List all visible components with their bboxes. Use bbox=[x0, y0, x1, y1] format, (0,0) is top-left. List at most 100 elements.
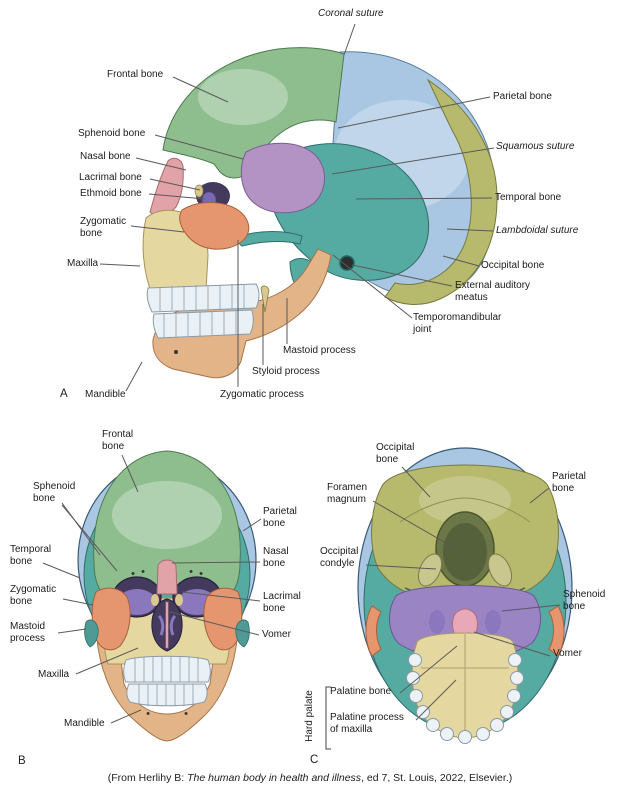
label-temporal-bone-a: Temporal bone bbox=[495, 192, 562, 203]
label-hard-palate: Hard palate bbox=[304, 690, 315, 742]
leader-line bbox=[61, 504, 118, 572]
leader-line bbox=[42, 562, 81, 579]
label-squamous-suture: Squamous suture bbox=[496, 141, 575, 152]
leader-line bbox=[171, 561, 261, 564]
leader-line bbox=[172, 76, 229, 103]
frontal-highlight-b bbox=[112, 481, 222, 549]
left-concha-b bbox=[157, 614, 165, 636]
leader-line bbox=[331, 147, 495, 175]
label-zygomatic-bone-a: Zygomatic bone bbox=[80, 216, 127, 239]
leader-line bbox=[473, 631, 551, 657]
left-zygomatic-region-c bbox=[365, 605, 382, 657]
hard-palate-bracket bbox=[325, 686, 331, 750]
mental-foramen-dot-a bbox=[174, 350, 178, 354]
leader-line bbox=[121, 454, 139, 493]
right-orbit-lacrimal-b bbox=[175, 594, 183, 606]
occipital-ridges-c bbox=[399, 497, 531, 523]
label-coronal-suture: Coronal suture bbox=[318, 8, 384, 19]
label-frontal-bone-b: Frontal bone bbox=[102, 429, 134, 452]
label-temporomandibular-joint: Temporomandibular joint bbox=[413, 312, 502, 335]
label-sphenoid-bone-c: Sphenoid bone bbox=[563, 589, 606, 612]
label-parietal-bone-b: Parietal bone bbox=[263, 506, 297, 529]
leader-line bbox=[110, 709, 142, 724]
label-external-auditory-meatus: External auditory meatus bbox=[455, 280, 531, 303]
left-mastoid-region-b bbox=[84, 619, 99, 648]
label-parietal-bone-c: Parietal bone bbox=[552, 471, 586, 494]
tooth bbox=[490, 718, 504, 732]
leader-line bbox=[242, 518, 262, 532]
left-orbit-lacrimal-b bbox=[151, 594, 159, 606]
leader-line bbox=[154, 134, 244, 160]
upper-teeth-separators-a bbox=[159, 284, 245, 311]
upper-teeth-arch-c bbox=[406, 653, 524, 744]
right-concha-b bbox=[169, 614, 177, 636]
label-zygomatic-bone-b: Zygomatic bone bbox=[10, 584, 57, 607]
leader-line bbox=[442, 255, 480, 267]
styloid-process-region-a bbox=[260, 285, 270, 313]
occipital-highlight-c bbox=[419, 476, 511, 524]
frontal-bone-region-a bbox=[162, 47, 345, 179]
upper-teeth-a bbox=[146, 283, 260, 313]
label-occipital-bone-c: Occipital bone bbox=[376, 442, 415, 465]
leader-line bbox=[169, 611, 260, 636]
leader-line bbox=[61, 502, 101, 556]
upper-teeth-separators-b bbox=[134, 656, 199, 682]
caption-suffix: , ed 7, St. Louis, 2022, Elsevier.) bbox=[361, 772, 513, 784]
leader-lines bbox=[42, 23, 561, 724]
label-occipital-bone-a: Occipital bone bbox=[481, 260, 545, 271]
label-styloid-process-a: Styloid process bbox=[252, 366, 320, 377]
label-ethmoid-bone-a: Ethmoid bone bbox=[80, 188, 142, 199]
tooth bbox=[409, 689, 423, 703]
leader-line bbox=[125, 361, 143, 392]
label-lacrimal-bone-a: Lacrimal bone bbox=[79, 172, 142, 183]
tooth bbox=[476, 727, 490, 741]
panel-a-skull bbox=[142, 47, 498, 379]
tooth bbox=[510, 671, 524, 685]
leader-line bbox=[415, 679, 457, 721]
leader-line bbox=[135, 157, 187, 171]
nasal-bone-region-a bbox=[149, 157, 184, 217]
leader-line bbox=[372, 500, 459, 551]
label-parietal-bone-a: Parietal bone bbox=[493, 91, 552, 102]
lower-teeth-separators-b bbox=[138, 684, 194, 706]
tooth bbox=[408, 653, 422, 667]
label-maxilla-b: Maxilla bbox=[38, 669, 70, 680]
panel-b-skull bbox=[77, 450, 257, 742]
tooth bbox=[500, 705, 514, 719]
label-zygomatic-process-a: Zygomatic process bbox=[220, 389, 304, 400]
panel-letter-c: C bbox=[310, 754, 319, 766]
caption-book-title: The human body in health and illness bbox=[187, 772, 362, 784]
lower-teeth-a bbox=[152, 309, 254, 339]
leader-line bbox=[501, 604, 561, 612]
label-nasal-bone-b: Nasal bone bbox=[263, 546, 289, 569]
tooth bbox=[507, 689, 521, 703]
label-mandible-b: Mandible bbox=[64, 718, 105, 729]
leader-line bbox=[343, 23, 356, 56]
tooth bbox=[406, 671, 420, 685]
zygomatic-bone-region-a bbox=[179, 202, 250, 250]
leader-line bbox=[57, 628, 87, 634]
tooth bbox=[508, 653, 522, 667]
label-nasal-bone-a: Nasal bone bbox=[80, 151, 131, 162]
label-mastoid-process-a: Mastoid process bbox=[283, 345, 356, 356]
label-vomer-c: Vomer bbox=[553, 648, 582, 659]
frontal-highlight bbox=[198, 69, 288, 125]
leader-line bbox=[130, 225, 185, 233]
leader-line bbox=[99, 263, 141, 267]
leader-line bbox=[351, 264, 453, 287]
leader-line bbox=[355, 197, 493, 200]
label-sphenoid-bone-a: Sphenoid bone bbox=[78, 128, 146, 139]
leader-line bbox=[181, 591, 261, 602]
figure-caption: (From Herlihy B: The human body in healt… bbox=[0, 772, 620, 784]
panel-letter-b: B bbox=[18, 755, 26, 767]
label-palatine-process-of-maxilla: Palatine process of maxilla bbox=[330, 712, 404, 735]
label-lambdoidal-suture: Lambdoidal suture bbox=[496, 225, 579, 236]
label-maxilla-a: Maxilla bbox=[67, 258, 99, 269]
leader-line bbox=[149, 178, 201, 191]
leader-line bbox=[529, 487, 550, 504]
panel-c-skull bbox=[357, 447, 573, 744]
leader-line bbox=[332, 254, 413, 319]
leader-line bbox=[148, 193, 206, 200]
